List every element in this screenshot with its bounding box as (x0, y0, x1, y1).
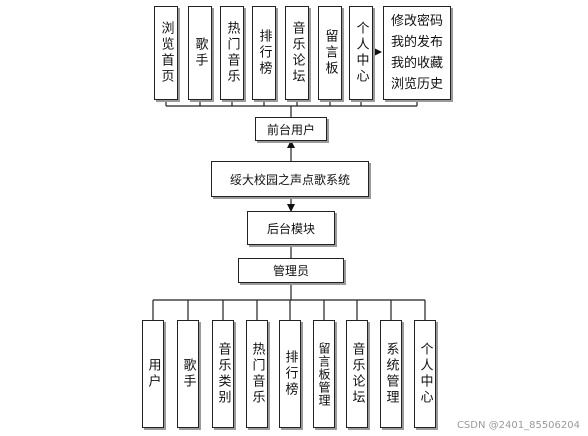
frontend-user-label: 前台用户 (266, 122, 315, 137)
module-singer: 歌手 (188, 6, 212, 100)
frontend-user-box: 前台用户 (255, 117, 327, 141)
admin-module-music-forum: 音乐论坛 (346, 320, 368, 428)
admin-module-user: 用户 (142, 320, 164, 428)
admin-box: 管理员 (238, 258, 344, 283)
watermark: CSDN @2401_85506204 (456, 420, 580, 431)
module-label: 排行榜 (282, 350, 298, 398)
module-label: 音乐论坛 (349, 342, 365, 406)
module-personal-center: 个人中心 (349, 6, 373, 100)
module-label: 音乐类别 (215, 342, 231, 406)
module-label: 歌手 (192, 37, 208, 69)
admin-module-personal-center: 个人中心 (414, 320, 436, 428)
personal-center-submodules: 修改密码 我的发布 我的收藏 浏览历史 (383, 6, 451, 100)
submodule-item: 我的发布 (390, 35, 443, 50)
submodule-item: 修改密码 (390, 14, 443, 29)
module-label: 热门音乐 (224, 21, 240, 85)
module-label: 音乐论坛 (289, 21, 305, 85)
admin-module-message-board: 留言板管理 (313, 320, 335, 428)
module-ranking: 排行榜 (252, 6, 276, 100)
module-label: 排行榜 (256, 29, 272, 77)
backend-module-label: 后台模块 (266, 221, 315, 236)
admin-module-ranking: 排行榜 (279, 320, 301, 428)
module-label: 留言板管理 (317, 341, 331, 407)
module-label: 留言板 (322, 29, 338, 77)
submodule-item: 我的收藏 (390, 56, 443, 71)
submodule-list: 修改密码 我的发布 我的收藏 浏览历史 (384, 7, 450, 99)
admin-module-hot-music: 热门音乐 (246, 320, 268, 428)
admin-module-music-category: 音乐类别 (212, 320, 234, 428)
submodule-item: 浏览历史 (390, 77, 443, 92)
module-label: 系统管理 (383, 342, 399, 406)
backend-module-box: 后台模块 (247, 211, 335, 245)
admin-label: 管理员 (272, 264, 309, 278)
system-name: 绥大校园之声点歌系统 (229, 172, 350, 187)
module-hot-music: 热门音乐 (220, 6, 244, 100)
module-label: 个人中心 (353, 21, 369, 85)
module-music-forum: 音乐论坛 (285, 6, 309, 100)
module-label: 个人中心 (417, 342, 433, 406)
module-browse-home: 浏览首页 (154, 6, 178, 100)
admin-module-system-management: 系统管理 (380, 320, 402, 428)
module-label: 用户 (145, 358, 161, 390)
module-label: 浏览首页 (158, 21, 174, 85)
module-message-board: 留言板 (318, 6, 342, 100)
module-label: 热门音乐 (249, 342, 265, 406)
system-box: 绥大校园之声点歌系统 (211, 161, 369, 197)
module-label: 歌手 (180, 358, 196, 390)
admin-module-singer: 歌手 (177, 320, 199, 428)
